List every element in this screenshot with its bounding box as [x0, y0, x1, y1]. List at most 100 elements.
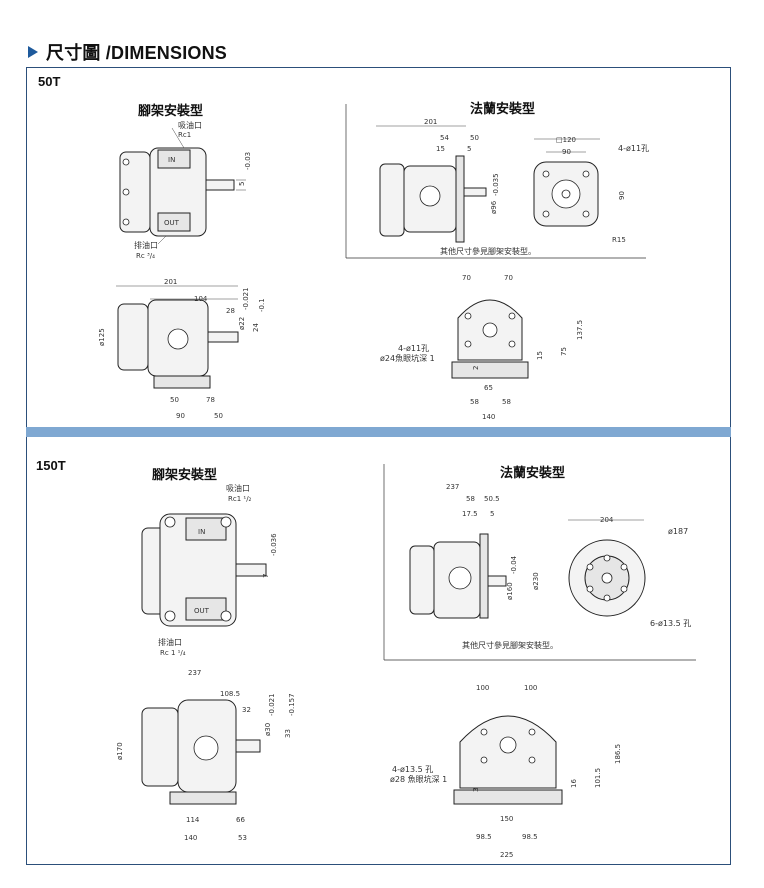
title-foot-150t: 腳架安裝型 [152, 467, 217, 483]
svg-text:5: 5 [467, 145, 471, 153]
svg-text:237: 237 [446, 483, 459, 491]
drawing-50t-side-dims: 201 104 28 ø22 -0.021 24 -0.1 ø125 50 78… [98, 278, 266, 420]
svg-text:2: 2 [472, 366, 480, 370]
discharge-label-150t: 排油口 [158, 637, 182, 647]
svg-text:137.5: 137.5 [576, 320, 584, 340]
panel-50t [26, 67, 731, 430]
svg-text:65: 65 [484, 384, 493, 392]
svg-text:100: 100 [524, 684, 537, 692]
svg-text:3: 3 [472, 788, 480, 792]
hole-note-50t: 4-ø11孔 [398, 344, 429, 353]
svg-text:-0.157: -0.157 [288, 693, 296, 716]
drawing-150t-flange-front: 204 ø187 6-ø13.5 孔 [568, 516, 691, 628]
svg-text:-0.036: -0.036 [270, 533, 278, 556]
svg-text:24: 24 [252, 323, 260, 332]
svg-text:204: 204 [600, 516, 614, 524]
svg-text:90: 90 [562, 148, 571, 156]
svg-text:ø187: ø187 [668, 527, 688, 536]
svg-text:70: 70 [462, 274, 471, 282]
svg-text:53: 53 [238, 834, 247, 842]
title-flange-150t: 法蘭安裝型 [500, 465, 565, 481]
svg-text:54: 54 [440, 134, 449, 142]
svg-text:90: 90 [176, 412, 185, 420]
out-mark-150t: OUT [194, 607, 210, 615]
svg-text:ø96: ø96 [490, 200, 498, 214]
svg-text:75: 75 [560, 347, 568, 356]
svg-text:15: 15 [536, 351, 544, 360]
svg-text:16: 16 [570, 779, 578, 788]
svg-text:-0.04: -0.04 [510, 555, 518, 574]
suction-label-150t: 吸油口 [226, 483, 250, 493]
discharge-size-50t: Rc ³/₄ [136, 252, 155, 260]
svg-text:ø125: ø125 [98, 328, 106, 346]
in-mark-50t: IN [168, 156, 175, 164]
svg-text:78: 78 [206, 396, 215, 404]
svg-text:50: 50 [170, 396, 179, 404]
svg-text:ø230: ø230 [532, 572, 540, 590]
svg-text:5: 5 [238, 182, 246, 186]
svg-text:114: 114 [186, 816, 200, 824]
drawing-50t-flange-front: □120 90 90 4-ø11孔 R15 [533, 136, 649, 244]
svg-text:100: 100 [476, 684, 489, 692]
svg-text:225: 225 [500, 851, 513, 859]
svg-text:33: 33 [284, 729, 292, 738]
flange-hole-50t: 4-ø11孔 [618, 144, 649, 153]
svg-text:58: 58 [466, 495, 475, 503]
svg-text:140: 140 [184, 834, 197, 842]
svg-text:140: 140 [482, 413, 495, 421]
counterbore-150t: ø28 魚眼坑深 1 [390, 774, 447, 784]
counterbore-50t: ø24魚眼坑深 1 [380, 353, 435, 363]
svg-text:58: 58 [470, 398, 479, 406]
svg-text:-0.1: -0.1 [258, 298, 266, 312]
svg-text:98.5: 98.5 [476, 833, 492, 841]
drawing-150t-foot-side: 腳架安裝型 IN OUT 吸油口 Rc1 ¹/₂ 排油口 Rc 1 ¹/₄ 7 … [141, 467, 278, 657]
radius-50t: R15 [612, 236, 626, 244]
drawing-150t-foot-front: 100 100 186.5 101.5 16 3 150 98.5 98.5 2… [390, 684, 622, 859]
out-mark-50t: OUT [164, 219, 180, 227]
drawing-150t-flange-side: 法蘭安裝型 237 58 50.5 17.5 5 ø160 -0.04 ø230… [383, 464, 696, 661]
svg-text:ø160: ø160 [506, 582, 514, 600]
drawing-50t-flange-side: 法蘭安裝型 201 54 50 15 5 ø96 -0.035 其他尺寸參見腳架… [345, 101, 646, 259]
svg-text:7: 7 [262, 574, 270, 578]
svg-text:237: 237 [188, 669, 201, 677]
svg-text:-0.03: -0.03 [244, 152, 252, 170]
suction-size-150t: Rc1 ¹/₂ [228, 495, 252, 503]
svg-text:90: 90 [618, 191, 626, 200]
title-flange-50t: 法蘭安裝型 [470, 101, 535, 117]
svg-text:66: 66 [236, 816, 245, 824]
discharge-label-50t: 排油口 [134, 240, 158, 250]
svg-text:104: 104 [194, 295, 208, 303]
svg-text:201: 201 [424, 118, 437, 126]
section-label-150t: 150T [36, 458, 66, 473]
svg-text:58: 58 [502, 398, 511, 406]
svg-text:15: 15 [436, 145, 445, 153]
title-foot-50t: 腳架安裝型 [138, 103, 203, 119]
svg-text:-0.021: -0.021 [268, 693, 276, 716]
svg-text:17.5: 17.5 [462, 510, 478, 518]
svg-text:-0.021: -0.021 [242, 287, 250, 310]
svg-text:201: 201 [164, 278, 177, 286]
svg-text:28: 28 [226, 307, 235, 315]
section-header: 尺寸圖 /DIMENSIONS [28, 40, 227, 64]
svg-text:50.5: 50.5 [484, 495, 500, 503]
section-label-50t: 50T [38, 74, 61, 89]
svg-text:150: 150 [500, 815, 513, 823]
svg-text:-0.035: -0.035 [492, 173, 500, 196]
drawing-150t-side-dims: 237 108.5 32 ø30 -0.021 33 -0.157 ø170 1… [116, 669, 296, 842]
svg-text:□120: □120 [556, 136, 576, 144]
hole-note-150t: 4-ø13.5 孔 [392, 765, 433, 774]
svg-text:32: 32 [242, 706, 251, 714]
svg-text:50: 50 [214, 412, 223, 420]
svg-text:70: 70 [504, 274, 513, 282]
flange-hole-150t: 6-ø13.5 孔 [650, 619, 691, 628]
svg-text:186.5: 186.5 [614, 744, 622, 764]
discharge-size-150t: Rc 1 ¹/₄ [160, 649, 186, 657]
svg-text:ø22: ø22 [238, 317, 246, 330]
panel-separator [26, 427, 731, 437]
note-150t: 其他尺寸參見腳架安裝型。 [462, 640, 558, 650]
drawing-50t-foot-side: 腳架安裝型 IN OUT 吸油口 Rc1 排油口 Rc ³/₄ 5 -0.03 [119, 103, 252, 260]
page-title: 尺寸圖 /DIMENSIONS [46, 43, 228, 63]
svg-text:101.5: 101.5 [594, 768, 602, 788]
drawing-50t-foot-front: 70 70 137.5 75 15 2 65 58 58 140 4-ø11孔 … [380, 274, 584, 421]
